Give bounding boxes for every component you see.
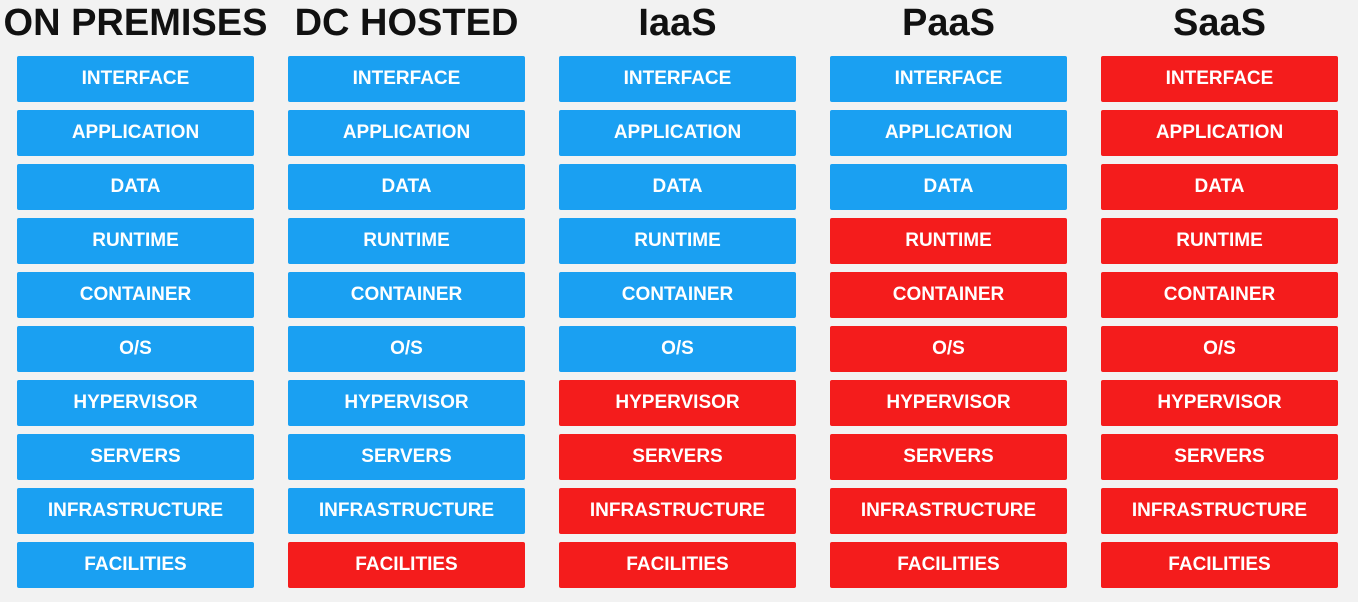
layer-facilities-customer: FACILITIES [17,542,254,588]
layer-application-customer: APPLICATION [559,110,796,156]
layer-o-s-customer: O/S [559,326,796,372]
layer-container-customer: CONTAINER [559,272,796,318]
layer-interface-customer: INTERFACE [830,56,1067,102]
column-title: ON PREMISES [3,2,268,44]
layer-application-customer: APPLICATION [830,110,1067,156]
layer-servers-customer: SERVERS [288,434,525,480]
column-title: IaaS [638,2,717,44]
layer-application-provider: APPLICATION [1101,110,1338,156]
layer-runtime-provider: RUNTIME [1101,218,1338,264]
layer-application-customer: APPLICATION [288,110,525,156]
column-title: PaaS [902,2,995,44]
layer-interface-customer: INTERFACE [288,56,525,102]
layer-container-provider: CONTAINER [1101,272,1338,318]
layer-servers-customer: SERVERS [17,434,254,480]
column-title: DC HOSTED [294,2,519,44]
layer-infrastructure-provider: INFRASTRUCTURE [559,488,796,534]
layer-hypervisor-provider: HYPERVISOR [559,380,796,426]
layer-data-customer: DATA [830,164,1067,210]
layer-servers-provider: SERVERS [1101,434,1338,480]
layer-o-s-customer: O/S [17,326,254,372]
layer-infrastructure-provider: INFRASTRUCTURE [1101,488,1338,534]
layer-infrastructure-customer: INFRASTRUCTURE [288,488,525,534]
layer-hypervisor-customer: HYPERVISOR [17,380,254,426]
layer-infrastructure-provider: INFRASTRUCTURE [830,488,1067,534]
layer-facilities-provider: FACILITIES [830,542,1067,588]
layer-data-provider: DATA [1101,164,1338,210]
layer-container-customer: CONTAINER [17,272,254,318]
layer-hypervisor-provider: HYPERVISOR [830,380,1067,426]
layer-facilities-provider: FACILITIES [559,542,796,588]
layer-container-customer: CONTAINER [288,272,525,318]
layer-data-customer: DATA [559,164,796,210]
layer-facilities-provider: FACILITIES [1101,542,1338,588]
layer-runtime-customer: RUNTIME [17,218,254,264]
layer-interface-customer: INTERFACE [559,56,796,102]
layer-runtime-provider: RUNTIME [830,218,1067,264]
layer-infrastructure-customer: INFRASTRUCTURE [17,488,254,534]
layer-interface-provider: INTERFACE [1101,56,1338,102]
layer-o-s-provider: O/S [1101,326,1338,372]
layer-hypervisor-customer: HYPERVISOR [288,380,525,426]
layer-interface-customer: INTERFACE [17,56,254,102]
layer-hypervisor-provider: HYPERVISOR [1101,380,1338,426]
layer-o-s-provider: O/S [830,326,1067,372]
layer-facilities-provider: FACILITIES [288,542,525,588]
layer-servers-provider: SERVERS [830,434,1067,480]
column-title: SaaS [1173,2,1266,44]
layer-o-s-customer: O/S [288,326,525,372]
layer-data-customer: DATA [288,164,525,210]
layer-runtime-customer: RUNTIME [288,218,525,264]
layer-servers-provider: SERVERS [559,434,796,480]
layer-data-customer: DATA [17,164,254,210]
layer-container-provider: CONTAINER [830,272,1067,318]
layer-runtime-customer: RUNTIME [559,218,796,264]
layer-application-customer: APPLICATION [17,110,254,156]
